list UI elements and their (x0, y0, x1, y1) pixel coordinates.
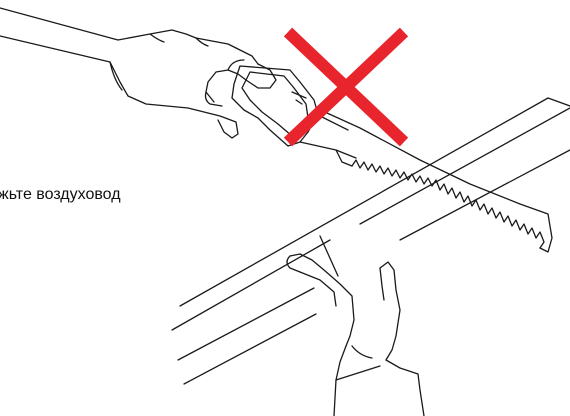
left-hand-holding-saw (0, 8, 276, 138)
duct (172, 98, 570, 384)
right-hand-holding-duct (287, 254, 424, 416)
red-cross-icon (288, 32, 404, 142)
instruction-caption: жьте воздуховод (0, 186, 121, 204)
